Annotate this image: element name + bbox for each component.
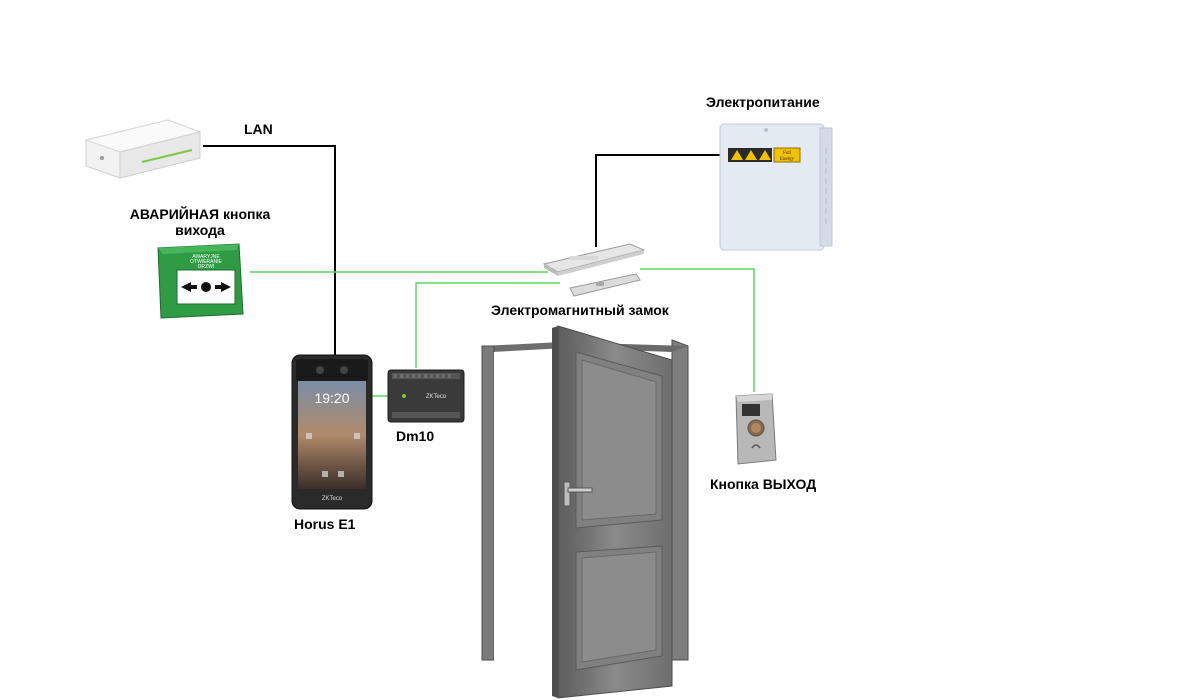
emergency-button-device: AWARYJNE OTWIERANIE DRZWI: [157, 243, 244, 319]
emergency-text-2: OTWIERANIE: [190, 259, 222, 265]
terminal-clock: 19:20: [314, 390, 349, 406]
controller-lock-wire: [415, 282, 560, 368]
terminal-device: 19:20 ZKTeco: [291, 354, 373, 510]
controller-brand: ZKTeco: [426, 394, 447, 400]
power-supply-label: Электропитание: [706, 94, 820, 110]
psu-brand-2: Energy: [780, 157, 795, 162]
lan-label: LAN: [244, 121, 273, 137]
power-supply-device: Full Energy: [719, 123, 833, 251]
emergency-text-3: DRZWI: [198, 264, 214, 270]
emergency-button-label-line2: вихода: [175, 222, 225, 238]
network-switch-device: [84, 119, 202, 179]
maglock-label: Электромагнитный замок: [491, 302, 669, 318]
emergency-button-label-line1: АВАРИЙНАЯ кнопка: [129, 206, 271, 222]
exit-button-label: Кнопка ВЫХОД: [710, 476, 817, 492]
door-device: [481, 325, 689, 699]
terminal-label: Horus E1: [294, 516, 356, 532]
power-cable: [595, 154, 720, 247]
psu-brand-1: Full: [783, 151, 792, 156]
emergency-button-label: АВАРИЙНАЯ кнопка вихода: [100, 206, 300, 238]
controller-device: ZKTeco: [387, 369, 465, 423]
emergency-text-1: AWARYJNE: [192, 254, 220, 260]
lan-cable: [203, 145, 336, 356]
controller-label: Dm10: [396, 428, 435, 444]
terminal-brand: ZKTeco: [322, 496, 343, 502]
exit-button-wire: [640, 268, 755, 392]
electromagnetic-lock-device: [542, 243, 646, 297]
exit-button-device: [735, 393, 777, 465]
